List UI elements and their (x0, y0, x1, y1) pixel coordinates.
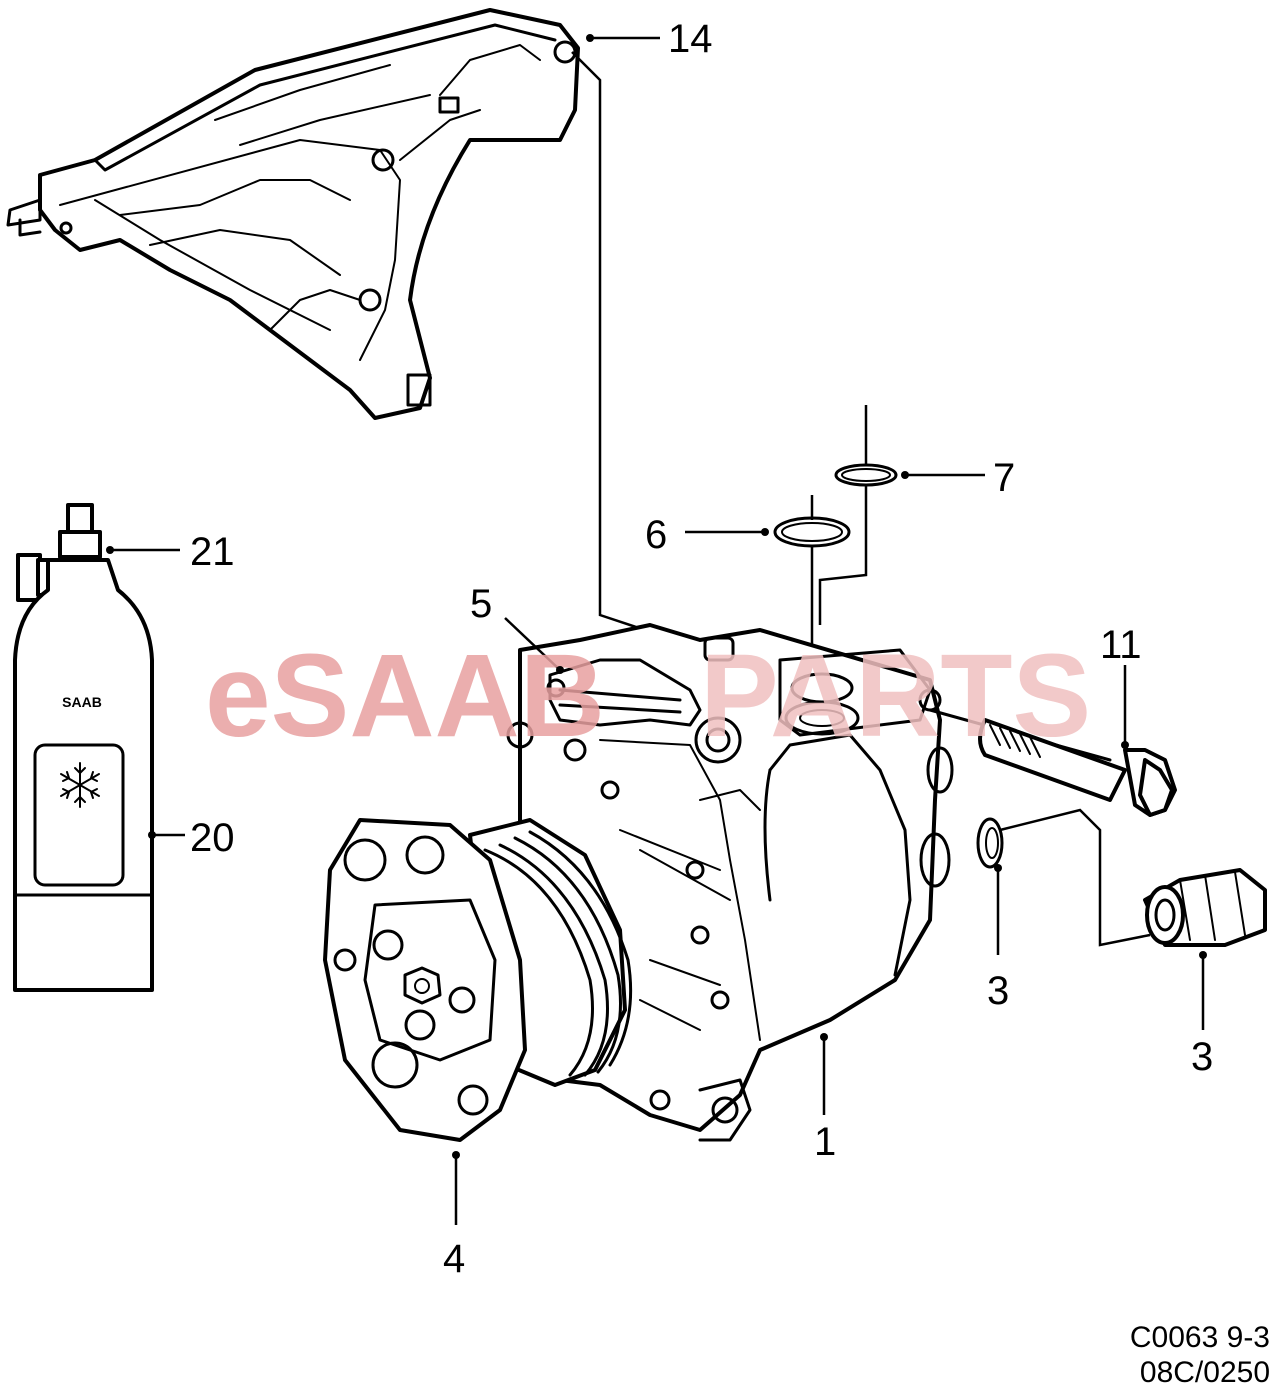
snowflake-icon (60, 762, 100, 808)
watermark: eSAAB PARTS (205, 630, 1091, 762)
leader-line-14 (571, 51, 661, 637)
callout-7: 7 (993, 456, 1015, 500)
bottle-brand-label: SAAB (62, 694, 102, 710)
fitting-part-3 (1143, 868, 1267, 947)
callout-6: 6 (645, 513, 667, 557)
bolt-part-11 (928, 708, 1177, 817)
drawing-code-line-1: C0063 9-3 (1130, 1321, 1270, 1354)
bracket-part-14 (6, 8, 580, 420)
callout-3-fitting: 3 (1191, 1035, 1213, 1079)
drawing-code-line-2: 08C/0250 (1140, 1356, 1270, 1388)
o-ring-part-6 (773, 516, 851, 548)
callout-21: 21 (190, 530, 235, 574)
callout-leaders (106, 34, 1207, 1225)
seal-ring-part-3 (976, 817, 1004, 869)
refrigerant-bottle-part-20: SAAB (13, 503, 154, 992)
callout-5: 5 (470, 582, 492, 626)
callout-1: 1 (814, 1120, 836, 1164)
compressor-part-1 (323, 623, 954, 1142)
watermark-text-primary: eSAAB (205, 630, 605, 762)
callout-4: 4 (443, 1237, 465, 1281)
watermark-text-secondary: PARTS (700, 630, 1091, 762)
callout-20: 20 (190, 816, 235, 860)
callout-3-seal: 3 (987, 969, 1009, 1013)
o-ring-part-7 (834, 463, 898, 487)
callout-14: 14 (668, 17, 713, 61)
callout-11: 11 (1100, 623, 1142, 667)
